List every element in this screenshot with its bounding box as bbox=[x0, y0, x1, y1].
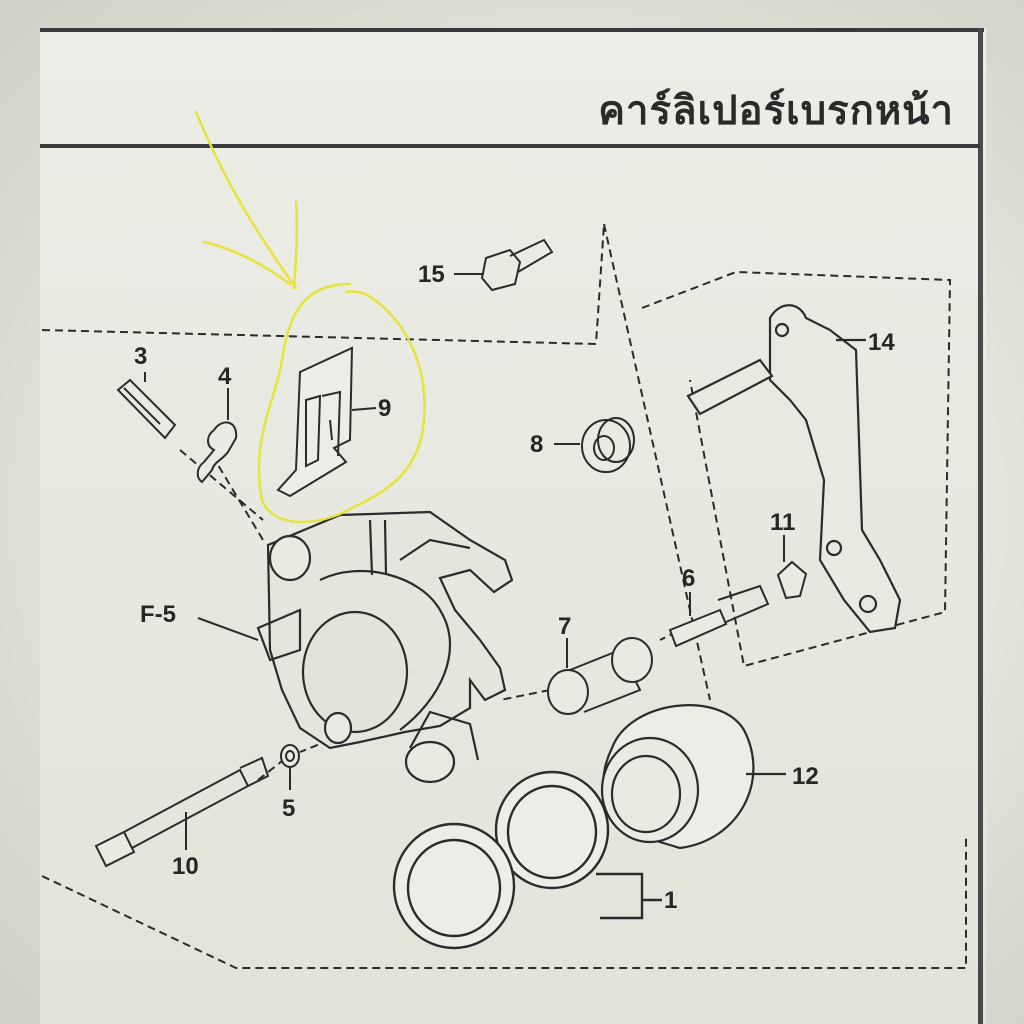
callout-12: 12 bbox=[792, 763, 819, 790]
part-3-bleed-screw bbox=[116, 372, 177, 440]
part-1-seal-kit bbox=[392, 770, 662, 950]
sheet-right-border bbox=[978, 28, 983, 1024]
title-divider bbox=[40, 144, 980, 148]
callout-3: 3 bbox=[134, 343, 147, 370]
f5-leader bbox=[197, 617, 259, 641]
sheet-top-border bbox=[40, 28, 984, 32]
callout-4: 4 bbox=[218, 363, 232, 390]
callout-1: 1 bbox=[664, 887, 677, 914]
callout-5: 5 bbox=[282, 795, 295, 822]
caliper-body bbox=[256, 510, 514, 784]
callout-9: 9 bbox=[378, 395, 391, 422]
part-6-pin-bolt bbox=[668, 584, 770, 648]
callout-14: 14 bbox=[868, 329, 895, 356]
part-7-slide-pin bbox=[547, 637, 653, 715]
part-14-bracket bbox=[686, 304, 902, 634]
hand-drawn-arrow-icon bbox=[194, 110, 426, 524]
callout-6: 6 bbox=[682, 565, 695, 592]
part-12-piston bbox=[600, 704, 786, 850]
callout-15: 15 bbox=[418, 261, 445, 288]
part-5-washer bbox=[280, 744, 300, 790]
callout-f5: F-5 bbox=[140, 601, 176, 628]
part-10-long-pin bbox=[94, 756, 270, 868]
part-8-boot bbox=[554, 417, 635, 473]
part-4-pad-clip bbox=[196, 388, 238, 484]
callout-11: 11 bbox=[770, 509, 795, 536]
part-9-pad-spring bbox=[276, 346, 377, 498]
page-title: คาร์ลิเปอร์เบรกหน้า bbox=[598, 88, 954, 134]
callout-8: 8 bbox=[530, 431, 543, 458]
callout-7: 7 bbox=[558, 613, 571, 640]
part-11-retainer bbox=[776, 535, 808, 600]
callout-10: 10 bbox=[172, 853, 199, 880]
part-15-bolt bbox=[454, 238, 554, 292]
